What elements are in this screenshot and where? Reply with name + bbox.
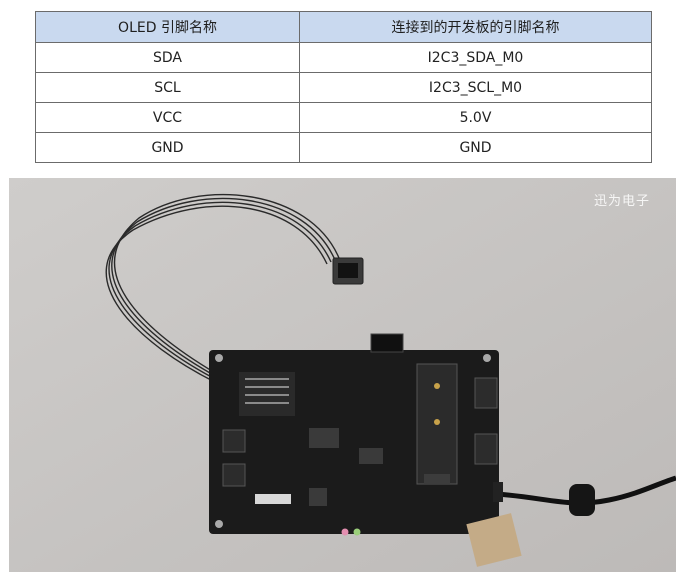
board-illustration	[9, 178, 676, 572]
table-row: GND GND	[35, 132, 652, 163]
board-pin-cell: I2C3_SDA_M0	[299, 42, 652, 73]
table-row: VCC 5.0V	[35, 102, 652, 133]
table-header-row: OLED 引脚名称 连接到的开发板的引脚名称	[35, 11, 652, 43]
watermark-text: 迅为电子	[593, 194, 650, 209]
oled-pin-cell: SDA	[35, 42, 300, 73]
oled-module	[332, 257, 364, 285]
board-photo: 迅为电子	[9, 178, 676, 572]
oled-pin-cell: GND	[35, 132, 300, 163]
dev-board	[209, 333, 499, 536]
board-pin-cell: GND	[299, 132, 652, 163]
oled-pin-cell: VCC	[35, 102, 300, 133]
header-board-pin: 连接到的开发板的引脚名称	[299, 11, 652, 43]
oled-pin-cell: SCL	[35, 72, 300, 103]
table-row: SDA I2C3_SDA_M0	[35, 42, 652, 73]
board-pin-cell: I2C3_SCL_M0	[299, 72, 652, 103]
pin-mapping-table: OLED 引脚名称 连接到的开发板的引脚名称 SDA I2C3_SDA_M0 S…	[35, 11, 652, 163]
table-row: SCL I2C3_SCL_M0	[35, 72, 652, 103]
jumper-wires	[105, 194, 340, 387]
header-oled-pin: OLED 引脚名称	[35, 11, 300, 43]
board-pin-cell: 5.0V	[299, 102, 652, 133]
